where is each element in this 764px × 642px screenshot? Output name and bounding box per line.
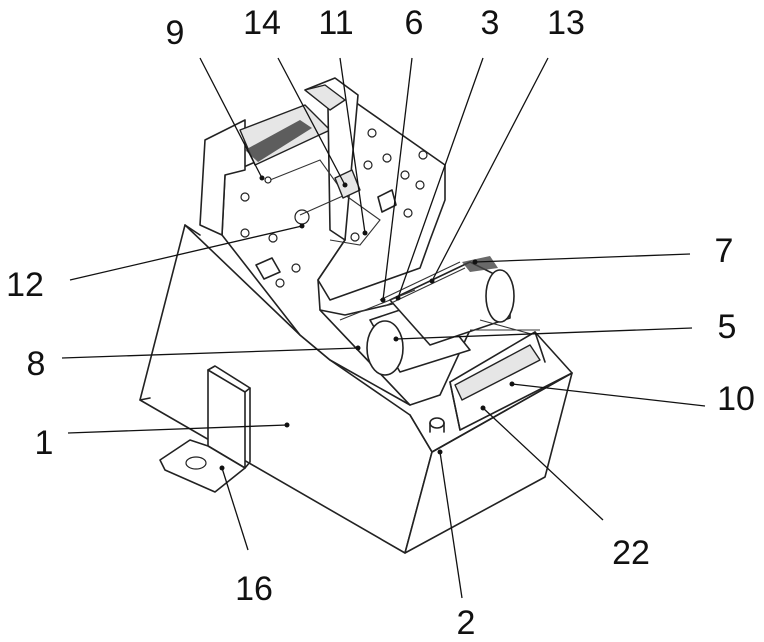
label-11: 11 (318, 4, 353, 42)
label-2: 2 (457, 604, 476, 642)
label-9: 9 (166, 14, 185, 52)
label-6: 6 (405, 4, 424, 42)
label-12: 12 (6, 266, 44, 304)
label-1: 1 (35, 424, 54, 462)
label-3: 3 (481, 4, 500, 42)
label-5: 5 (718, 308, 737, 346)
label-16: 16 (235, 570, 273, 608)
label-13: 13 (547, 4, 585, 42)
label-14: 14 (243, 4, 281, 42)
label-10: 10 (717, 380, 755, 418)
label-7: 7 (715, 232, 734, 270)
label-22: 22 (612, 534, 650, 572)
label-8: 8 (27, 345, 46, 383)
